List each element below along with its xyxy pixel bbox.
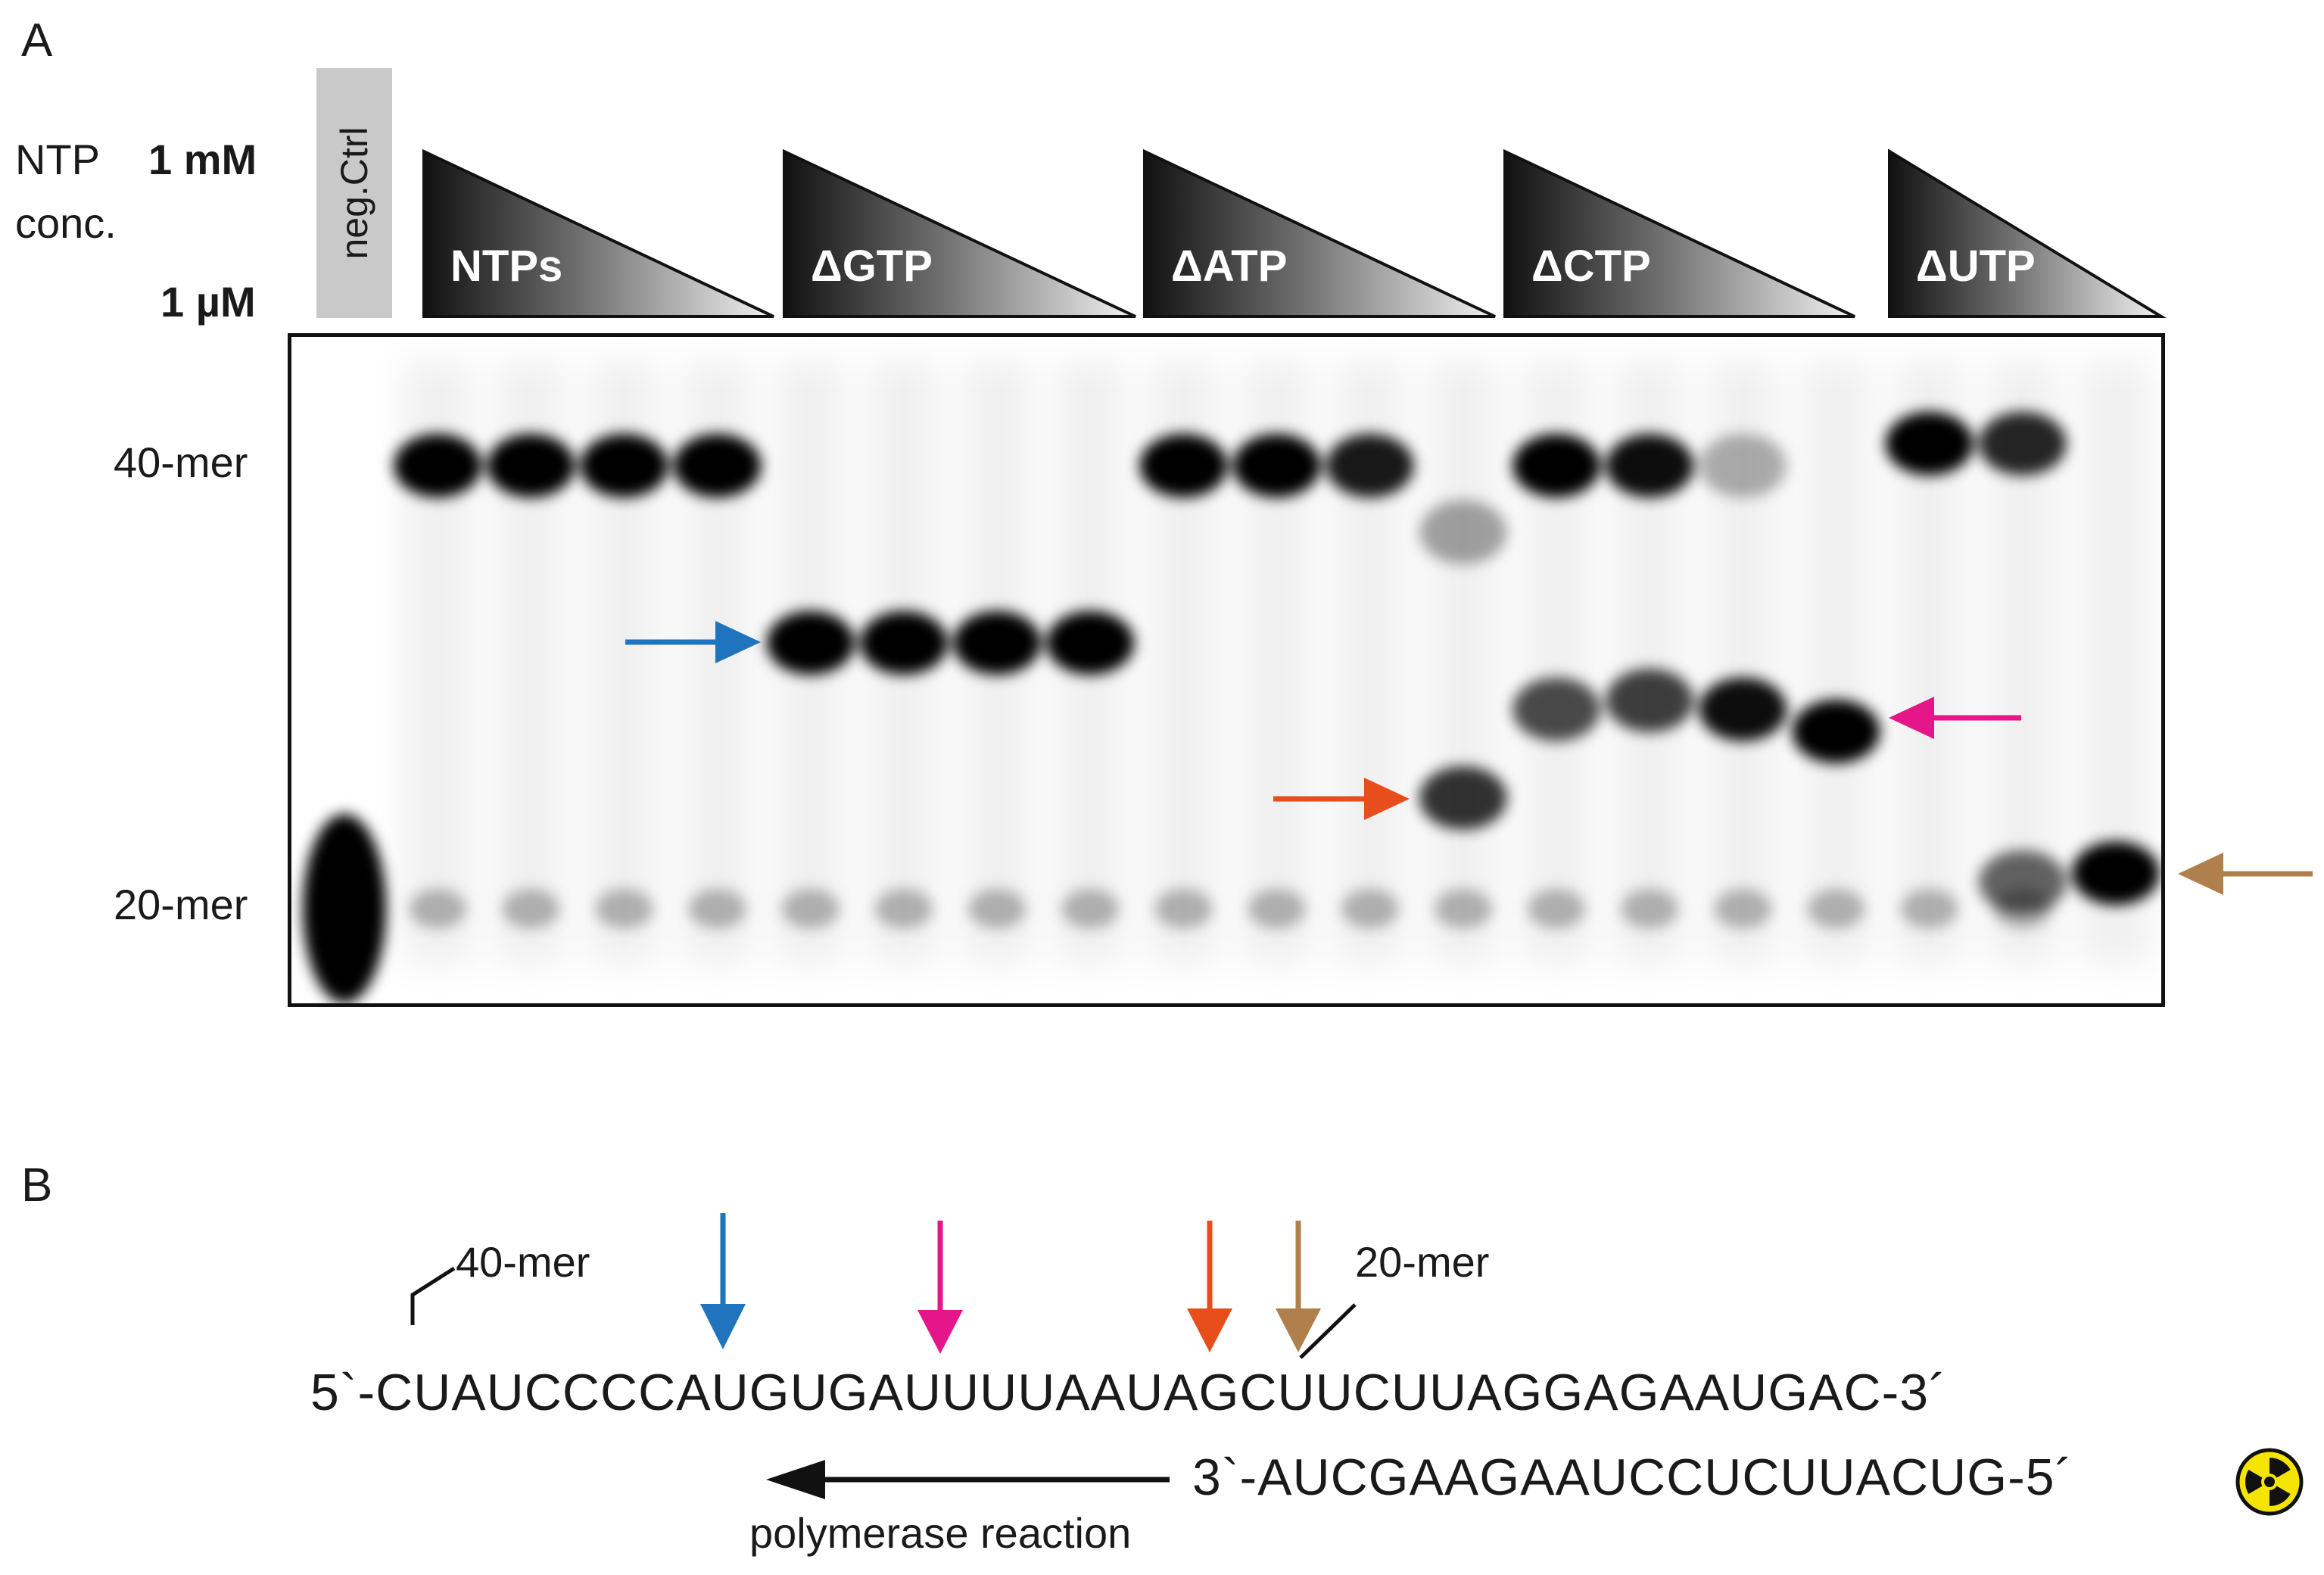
polymerase-direction-arrow — [766, 1460, 1170, 1499]
gel-band — [580, 434, 668, 497]
condition-label-1: NTPs — [450, 242, 563, 291]
bracket-20mer — [1299, 1303, 1357, 1359]
residual-20mer-band — [502, 889, 560, 928]
sequence-bottom-strand: 3`-AUCGAAGAAUCCUCUUACUG-5´ — [1192, 1449, 2073, 1506]
gel-band — [487, 434, 575, 497]
gradient-triangle-4 — [1503, 148, 1855, 318]
label-40mer-b: 40-mer — [456, 1238, 590, 1286]
band-arrows — [625, 621, 2313, 895]
radiation-icon — [2235, 1448, 2304, 1516]
gel-band — [1885, 411, 1974, 476]
orange-arrow-b — [1187, 1221, 1232, 1352]
gel-band — [2072, 841, 2160, 906]
residual-20mer-band — [688, 889, 746, 928]
sequence-top-strand: 5`-CUAUCCCCAUGUGAUUUUAAUAGCUUCUUAGGAGAAU… — [310, 1364, 1947, 1421]
label-20mer-b: 20-mer — [1355, 1238, 1490, 1286]
residual-20mer-band — [1807, 889, 1865, 928]
polymerase-reaction-label: polymerase reaction — [749, 1509, 1132, 1557]
gel-band — [673, 434, 762, 497]
gel-band — [1232, 434, 1321, 497]
condition-label-4: ΔCTP — [1531, 242, 1651, 291]
residual-20mer-band — [874, 889, 933, 928]
blue-arrow-a — [625, 621, 761, 663]
gel-image — [288, 333, 2165, 1007]
gel-band — [1606, 669, 1694, 733]
gel-band — [1512, 434, 1601, 497]
gel-band — [1606, 434, 1694, 497]
gradient-triangle-3 — [1143, 148, 1496, 318]
gradient-triangle-2 — [783, 148, 1136, 318]
panel-a-label: A — [21, 14, 53, 67]
magenta-arrow-b — [917, 1221, 963, 1354]
gradient-triangle-5 — [1888, 148, 2167, 318]
residual-20mer-band — [781, 889, 840, 928]
residual-20mer-band — [1248, 889, 1306, 928]
gel-band — [303, 814, 386, 1003]
residual-20mer-band — [1434, 889, 1492, 928]
conc-label-line2: conc. — [15, 199, 117, 247]
lane-smear — [1802, 360, 1871, 965]
conc-high-label: 1 mM — [148, 136, 257, 183]
residual-20mer-band — [968, 889, 1026, 928]
gel-band — [1046, 611, 1135, 675]
gel-lanes — [303, 360, 2160, 1003]
marker-40mer: 40-mer — [114, 438, 248, 486]
gel-band — [1699, 677, 1787, 741]
conc-label-line1: NTP — [15, 136, 100, 183]
condition-label-3: ΔATP — [1171, 242, 1288, 291]
concentration-triangles — [422, 148, 2167, 318]
bracket-40mer — [410, 1266, 456, 1325]
brown-arrow-b — [1276, 1221, 1321, 1352]
gradient-triangle-1 — [422, 148, 774, 318]
residual-20mer-band — [1714, 889, 1772, 928]
neg-ctrl-label-box: neg.Ctrl — [316, 68, 392, 318]
gel-band — [1978, 850, 2067, 914]
panel-b-label: B — [21, 1159, 53, 1212]
residual-20mer-band — [1528, 889, 1586, 928]
residual-20mer-band — [1154, 889, 1213, 928]
gel-band — [1419, 500, 1507, 564]
gel-band — [766, 611, 855, 675]
gel-band — [1139, 434, 1228, 497]
magenta-arrow-a — [1889, 697, 2021, 739]
gel-band — [953, 611, 1042, 675]
sequence-diagram-graphics — [410, 1213, 2304, 1516]
residual-20mer-band — [1061, 889, 1120, 928]
conc-low-label: 1 µM — [160, 278, 256, 326]
blue-arrow-b — [700, 1213, 746, 1349]
residual-20mer-band — [595, 889, 653, 928]
marker-20mer: 20-mer — [114, 881, 248, 928]
brown-arrow-a — [2178, 853, 2313, 895]
orange-arrow-a — [1273, 778, 1410, 820]
gel-band — [1792, 700, 1880, 763]
gel-band — [394, 434, 482, 497]
residual-20mer-band — [1900, 889, 1958, 928]
residual-20mer-band — [409, 889, 467, 928]
lane-smear — [1428, 360, 1497, 965]
condition-label-5: ΔUTP — [1916, 242, 2036, 291]
gel-band — [1978, 411, 2067, 476]
gel-band — [1419, 766, 1507, 830]
gel-band — [859, 611, 948, 675]
gel-band — [1326, 434, 1414, 497]
residual-20mer-band — [1621, 889, 1679, 928]
gel-band — [1512, 677, 1601, 741]
residual-20mer-band — [1341, 889, 1399, 928]
gel-band — [1699, 434, 1787, 497]
condition-label-2: ΔGTP — [811, 242, 933, 291]
